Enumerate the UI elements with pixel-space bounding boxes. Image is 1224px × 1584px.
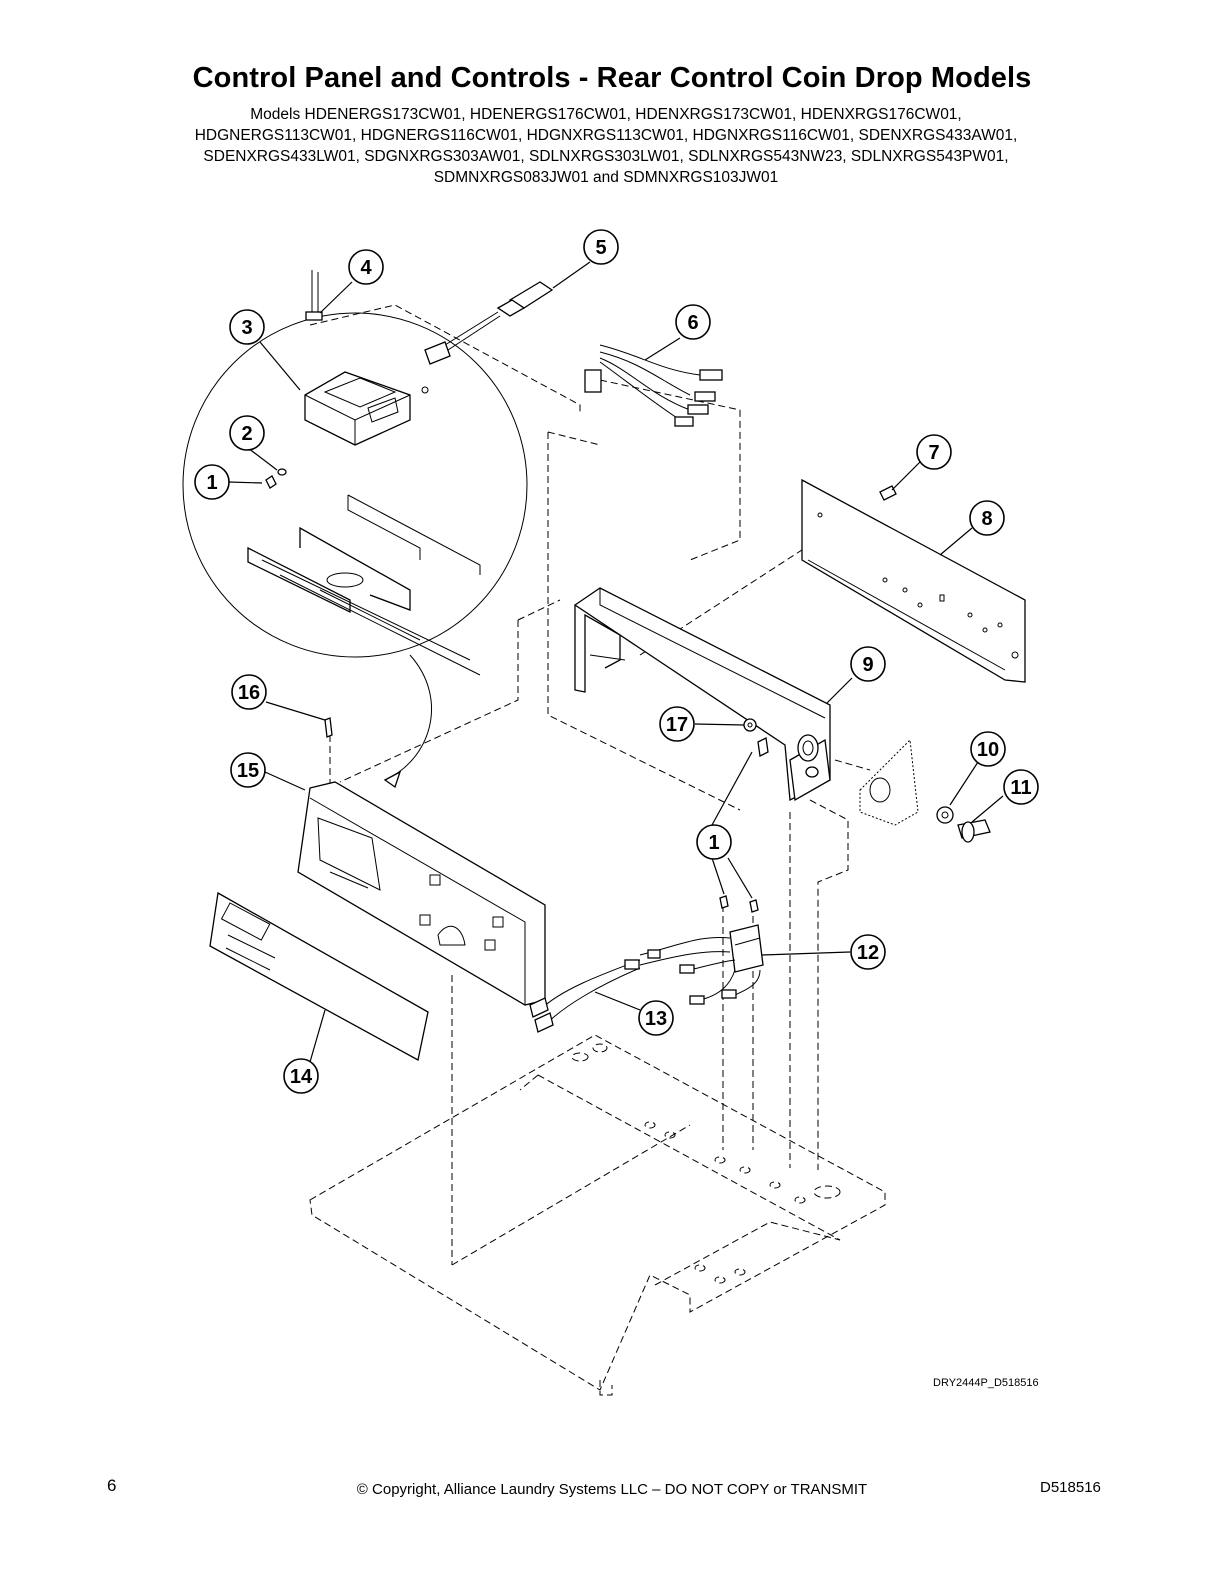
part-6-harness: [584, 344, 723, 427]
parts-12-13-harness: [529, 924, 764, 1033]
detail-magnifier-circle: [182, 270, 528, 789]
part-14-overlay: [209, 891, 429, 1061]
callout-number: 4: [360, 257, 372, 279]
callout-6: 6: [675, 304, 711, 340]
callout-13: 13: [638, 1000, 674, 1036]
callout-number: 15: [237, 760, 259, 782]
callout-number: 1: [708, 832, 719, 854]
callout-number: 16: [238, 682, 260, 704]
document-number: D518516: [1040, 1479, 1101, 1496]
callout-3: 3: [229, 309, 265, 345]
callout-leaders: [228, 261, 1004, 1063]
callout-8: 8: [969, 500, 1005, 536]
model-line: SDENXRGS433LW01, SDGNXRGS303AW01, SDLNXR…: [203, 148, 1009, 165]
callout-17: 17: [659, 706, 695, 742]
figure-id: DRY2444P_D518516: [933, 1377, 1039, 1389]
callout-number: 14: [290, 1066, 313, 1088]
assembly-guide-lines: [309, 304, 871, 1266]
callout-9: 9: [850, 646, 886, 682]
callout-2: 2: [229, 415, 265, 451]
callout-11: 11: [1003, 769, 1039, 805]
callout-number: 17: [666, 714, 688, 736]
callout-5: 5: [583, 229, 619, 265]
callout-number: 13: [645, 1008, 667, 1030]
callout-number: 8: [981, 508, 992, 530]
callout-1-second: 1: [696, 824, 732, 860]
callout-15: 15: [230, 752, 266, 788]
callout-number: 12: [857, 942, 879, 964]
callout-1: 1: [194, 464, 230, 500]
callout-12: 12: [850, 934, 886, 970]
callout-number: 3: [241, 317, 252, 339]
callout-number: 5: [595, 237, 606, 259]
copyright-notice: © Copyright, Alliance Laundry Systems LL…: [356, 1481, 868, 1498]
callout-number: 10: [977, 739, 999, 761]
callout-number: 11: [1010, 777, 1031, 799]
callout-4: 4: [348, 249, 384, 285]
callout-number: 9: [862, 654, 873, 676]
callout-number: 7: [928, 442, 939, 464]
page-number: 6: [107, 1476, 117, 1495]
page-title: Control Panel and Controls - Rear Contro…: [192, 62, 1032, 94]
part-15-control-panel: [297, 781, 546, 1006]
callout-number: 2: [241, 423, 252, 445]
model-list: Models HDENERGS173CW01, HDENERGS176CW01,…: [100, 104, 1112, 188]
callout-7: 7: [916, 434, 952, 470]
model-line: SDMNXRGS083JW01 and SDMNXRGS103JW01: [433, 169, 779, 186]
model-line: Models HDENERGS173CW01, HDENERGS176CW01,…: [250, 106, 962, 123]
callout-number: 1: [206, 472, 217, 494]
callout-10: 10: [970, 731, 1006, 767]
callout-16: 16: [231, 674, 267, 710]
callout-number: 6: [687, 312, 698, 334]
part-5-harness: [424, 281, 554, 365]
part-9-console-frame: [573, 587, 831, 802]
parts-10-11-17: [324, 717, 991, 913]
callout-14: 14: [283, 1058, 319, 1094]
model-line: HDGNERGS113CW01, HDGNERGS116CW01, HDGNXR…: [194, 127, 1018, 144]
cabinet-top-outline: [309, 1034, 886, 1396]
